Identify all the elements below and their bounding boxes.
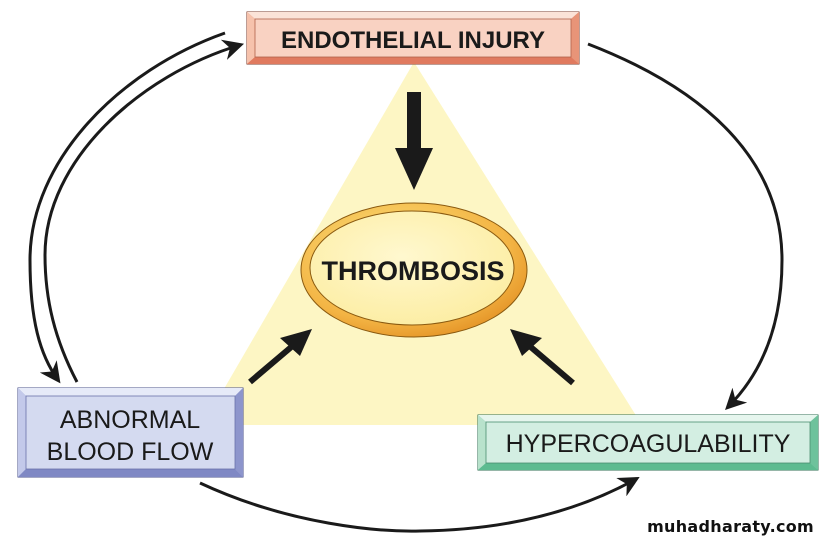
- thrombosis-label: THROMBOSIS: [321, 256, 504, 286]
- abnormal-blood-flow-box: ABNORMAL BLOOD FLOW: [17, 387, 244, 478]
- arrow-hypercoag-to-thrombosis: [510, 329, 575, 386]
- watermark: muhadharaty.com: [647, 517, 814, 536]
- abnormal-blood-flow-label-line1: ABNORMAL: [60, 406, 200, 434]
- arrow-injury-to-flow: [28, 31, 226, 384]
- arrow-injury-to-hypercoag: [587, 42, 784, 410]
- endothelial-injury-box: ENDOTHELIAL INJURY: [246, 11, 580, 65]
- hypercoagulability-label: HYPERCOAGULABILITY: [506, 430, 791, 458]
- endothelial-injury-label: ENDOTHELIAL INJURY: [281, 27, 545, 54]
- arrow-flow-to-hypercoag: [199, 476, 640, 533]
- arrow-flow-to-injury: [43, 39, 245, 383]
- arrow-injury-to-thrombosis: [395, 92, 433, 190]
- thrombosis-node: THROMBOSIS: [300, 202, 528, 338]
- abnormal-blood-flow-label-line2: BLOOD FLOW: [47, 438, 214, 466]
- arrow-flow-to-thrombosis: [248, 329, 312, 385]
- hypercoagulability-box: HYPERCOAGULABILITY: [477, 414, 819, 471]
